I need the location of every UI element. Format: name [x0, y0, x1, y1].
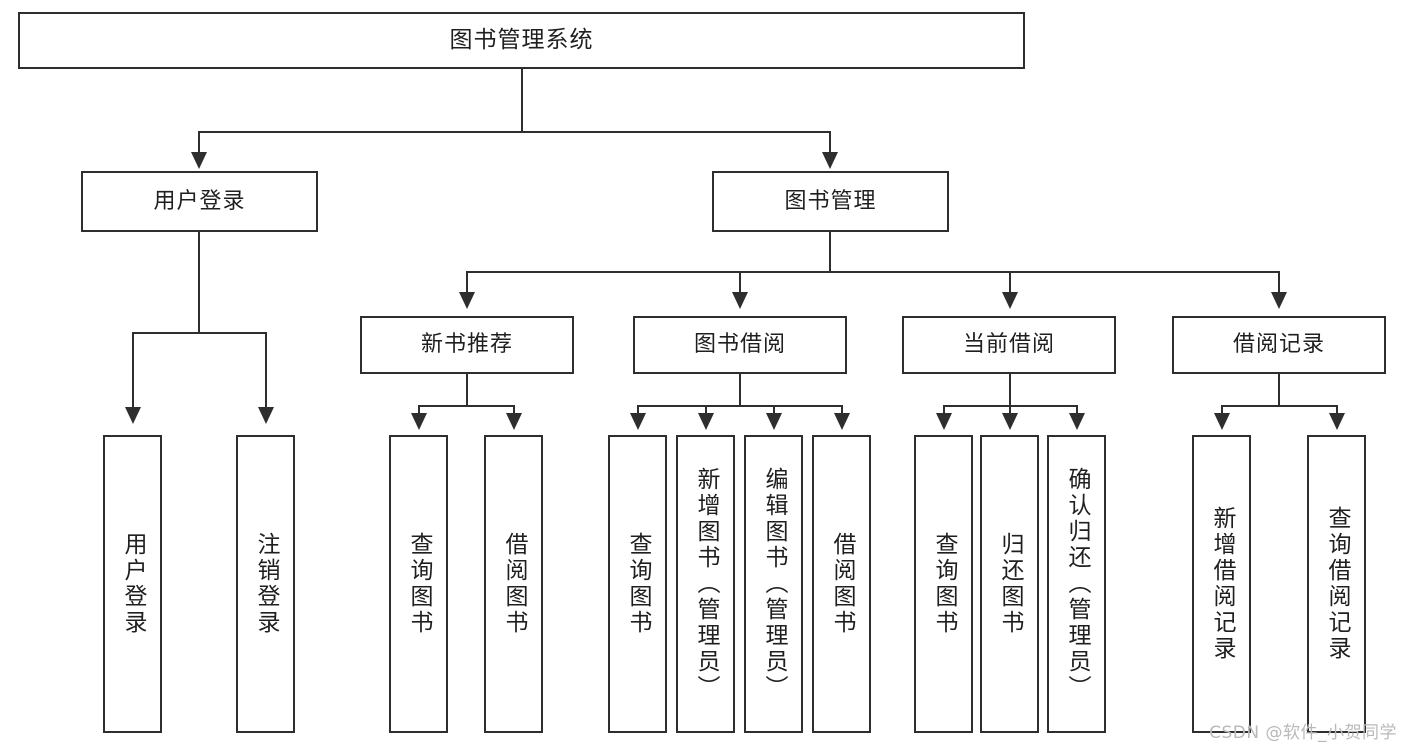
node-label: 注销登录	[253, 532, 279, 636]
leaf-borrow-record-add-record[interactable]: 新增借阅记录	[1192, 435, 1251, 733]
leaf-current-borrow-confirm-return[interactable]: 确认归还（管理员）	[1047, 435, 1106, 733]
node-book-borrow[interactable]: 图书借阅	[633, 316, 847, 374]
connector-drop-borrow-record	[1278, 271, 1280, 296]
connector-root-stem	[521, 69, 523, 132]
node-label: 归还图书	[997, 532, 1023, 636]
connector-new-book-stem	[466, 374, 468, 406]
connector-drop-current-borrow-leaf-2	[1009, 405, 1011, 415]
arrow-current-borrow	[1002, 292, 1018, 309]
leaf-current-borrow-query-book[interactable]: 查询图书	[914, 435, 973, 733]
node-label: 借阅记录	[1232, 332, 1325, 358]
connector-book-borrow-bus	[637, 405, 843, 407]
arrow-new-book-leaf-1	[411, 413, 427, 430]
arrow-book-management	[822, 152, 838, 169]
connector-drop-current-borrow-leaf-3	[1076, 405, 1078, 415]
arrow-book-borrow-leaf-1	[630, 413, 646, 430]
node-label: 查询图书	[406, 532, 432, 636]
node-label: 确认归还（管理员）	[1064, 467, 1090, 701]
connector-drop-new-book-leaf-1	[418, 405, 420, 415]
connector-drop-new-book-leaf-2	[513, 405, 515, 415]
leaf-book-borrow-add-book[interactable]: 新增图书（管理员）	[676, 435, 735, 733]
leaf-user-login-login[interactable]: 用户登录	[103, 435, 162, 733]
node-label: 图书管理	[784, 188, 877, 214]
connector-user-login-stem	[198, 232, 200, 333]
arrow-book-borrow-leaf-4	[834, 413, 850, 430]
arrow-borrow-record	[1271, 292, 1287, 309]
leaf-user-login-logout[interactable]: 注销登录	[236, 435, 295, 733]
node-label: 查询图书	[625, 532, 651, 636]
arrow-borrow-record-leaf-1	[1214, 413, 1230, 430]
connector-drop-user-login	[198, 131, 200, 156]
leaf-borrow-record-query-record[interactable]: 查询借阅记录	[1307, 435, 1366, 733]
connector-current-borrow-stem	[1009, 374, 1011, 406]
arrow-new-book	[459, 292, 475, 309]
arrow-user-login-leaf-1	[125, 407, 141, 424]
connector-user-login-bus	[132, 332, 265, 334]
leaf-book-borrow-query-book[interactable]: 查询图书	[608, 435, 667, 733]
node-label: 查询图书	[931, 532, 957, 636]
leaf-book-borrow-edit-book[interactable]: 编辑图书（管理员）	[744, 435, 803, 733]
node-label: 借阅图书	[829, 532, 855, 636]
node-borrow-record[interactable]: 借阅记录	[1172, 316, 1386, 374]
arrow-current-borrow-leaf-1	[936, 413, 952, 430]
leaf-book-borrow-borrow-book[interactable]: 借阅图书	[812, 435, 871, 733]
connector-drop-borrow-record-leaf-2	[1336, 405, 1338, 415]
connector-borrow-record-stem	[1278, 374, 1280, 406]
arrow-borrow-record-leaf-2	[1329, 413, 1345, 430]
arrow-user-login	[191, 152, 207, 169]
connector-drop-user-login-leaf-1	[132, 332, 134, 410]
connector-drop-new-book	[466, 271, 468, 296]
node-label: 新增图书（管理员）	[693, 467, 719, 701]
arrow-book-borrow-leaf-2	[698, 413, 714, 430]
node-label: 查询借阅记录	[1324, 506, 1350, 662]
node-label: 新增借阅记录	[1209, 506, 1235, 662]
connector-drop-book-borrow-leaf-4	[841, 405, 843, 415]
csdn-watermark: CSDN @软件_小贺同学	[1209, 723, 1397, 743]
arrow-current-borrow-leaf-3	[1069, 413, 1085, 430]
node-label: 图书借阅	[693, 332, 786, 358]
leaf-new-book-borrow-book[interactable]: 借阅图书	[484, 435, 543, 733]
connector-new-book-bus	[418, 405, 515, 407]
node-book-management[interactable]: 图书管理	[712, 171, 949, 232]
arrow-new-book-leaf-2	[506, 413, 522, 430]
connector-book-management-stem	[829, 232, 831, 272]
connector-drop-current-borrow-leaf-1	[943, 405, 945, 415]
arrow-book-borrow-leaf-3	[766, 413, 782, 430]
node-label: 编辑图书（管理员）	[761, 467, 787, 701]
connector-book-borrow-stem	[739, 374, 741, 406]
arrow-user-login-leaf-2	[258, 407, 274, 424]
node-current-borrow[interactable]: 当前借阅	[902, 316, 1116, 374]
node-label: 借阅图书	[501, 532, 527, 636]
leaf-current-borrow-return-book[interactable]: 归还图书	[980, 435, 1039, 733]
connector-level1-bus	[198, 131, 830, 133]
connector-drop-user-login-leaf-2	[265, 332, 267, 410]
connector-drop-book-borrow-leaf-3	[773, 405, 775, 415]
connector-drop-book-borrow	[739, 271, 741, 296]
node-label: 用户登录	[120, 532, 146, 636]
node-user-login[interactable]: 用户登录	[81, 171, 318, 232]
node-label: 用户登录	[153, 188, 246, 214]
connector-drop-current-borrow	[1009, 271, 1011, 296]
connector-drop-borrow-record-leaf-1	[1221, 405, 1223, 415]
arrow-book-borrow	[732, 292, 748, 309]
connector-drop-book-borrow-leaf-2	[705, 405, 707, 415]
connector-borrow-record-bus	[1221, 405, 1337, 407]
node-root-book-management-system[interactable]: 图书管理系统	[18, 12, 1025, 69]
connector-drop-book-management	[829, 131, 831, 156]
node-label: 当前借阅	[962, 332, 1055, 358]
node-label: 新书推荐	[420, 332, 513, 358]
node-new-book-recommend[interactable]: 新书推荐	[360, 316, 574, 374]
connector-drop-book-borrow-leaf-1	[637, 405, 639, 415]
node-label: 图书管理系统	[449, 26, 594, 53]
arrow-current-borrow-leaf-2	[1002, 413, 1018, 430]
connector-level3-bus	[466, 271, 1278, 273]
leaf-new-book-query-book[interactable]: 查询图书	[389, 435, 448, 733]
